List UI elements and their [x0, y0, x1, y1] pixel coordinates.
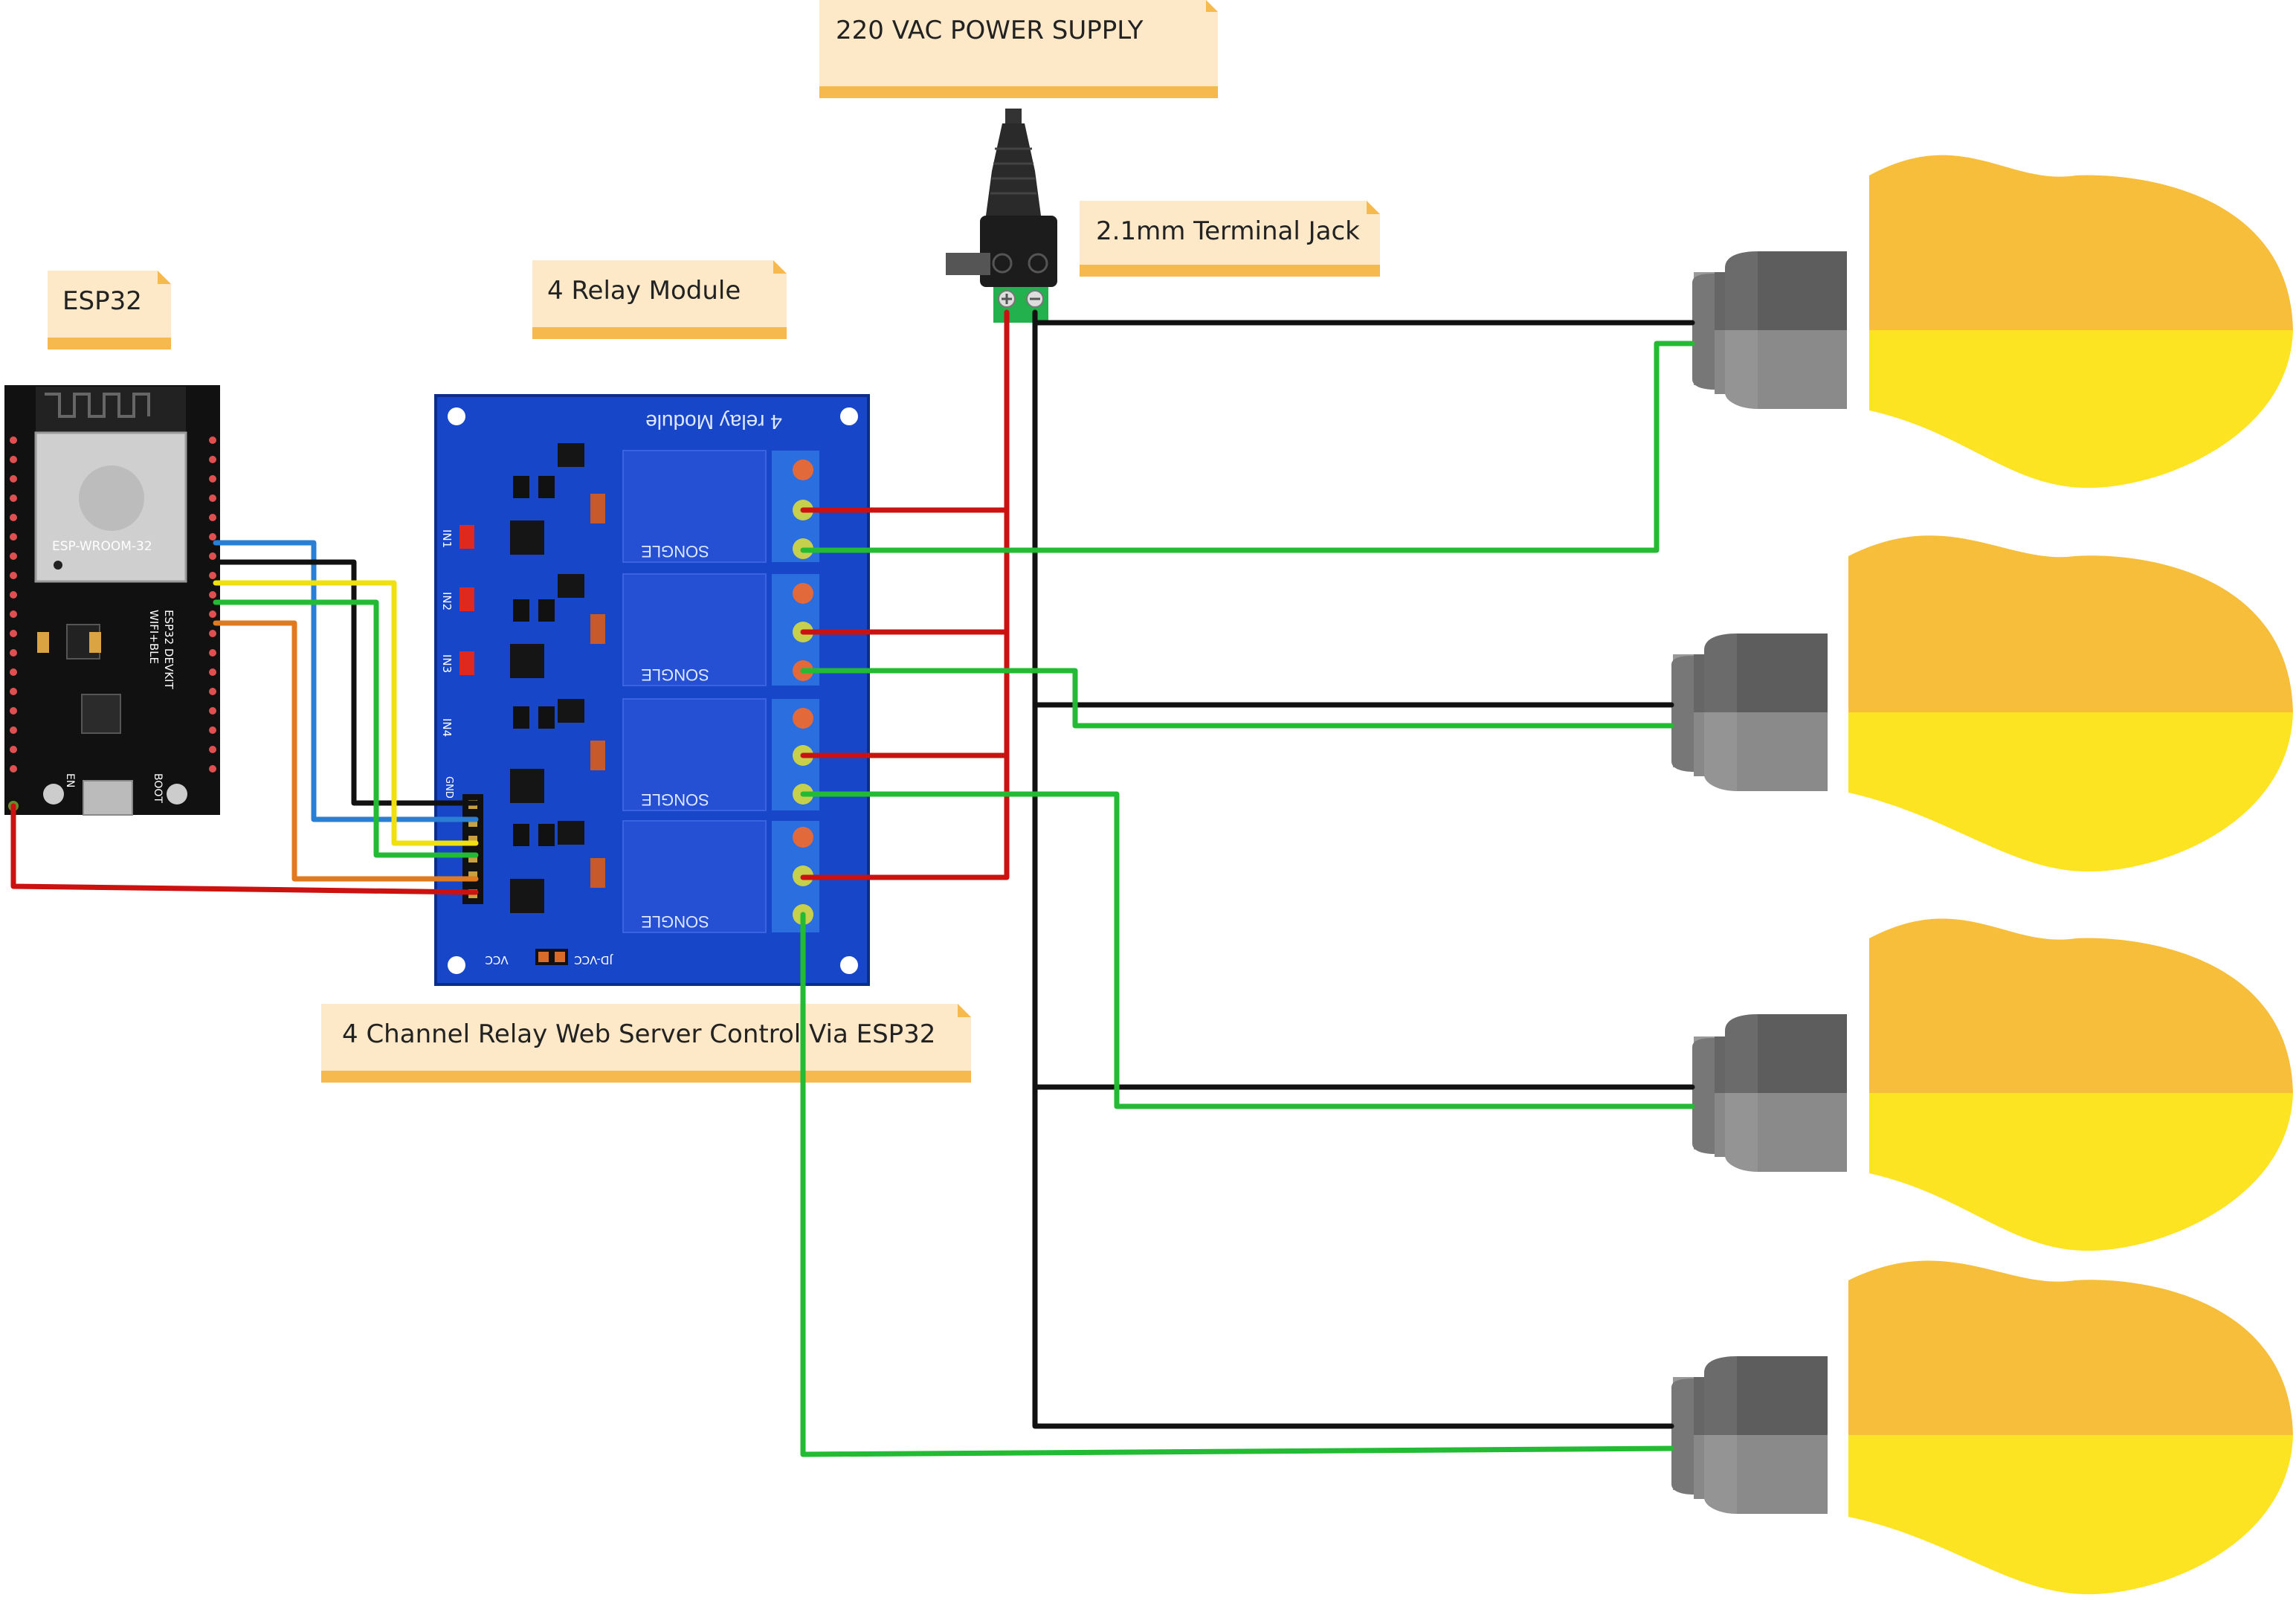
note-esp32-text: ESP32	[62, 286, 142, 316]
note-power-supply-text: 220 VAC POWER SUPPLY	[836, 16, 1144, 45]
lamp-4	[1671, 1260, 2293, 1595]
relay-in3-label: IN3	[440, 654, 454, 673]
relay-jd-vcc-label: JD-VCC	[574, 953, 613, 967]
note-caption-text: 4 Channel Relay Web Server Control Via E…	[342, 1019, 935, 1049]
esp32-board: ESP-WROOM-32 ESP32 DEVKIT WIFI+BLE EN BO…	[4, 385, 220, 816]
relay-2-brand: SONGLE	[641, 665, 709, 684]
relay-module-board: 4 relay Module SONGLE SONGLE	[434, 394, 870, 986]
note-terminal-jack-text: 2.1mm Terminal Jack	[1096, 216, 1360, 246]
relay-4-brand: SONGLE	[641, 912, 709, 931]
wire-black-gnd	[213, 559, 479, 806]
note-caption: 4 Channel Relay Web Server Control Via E…	[321, 1004, 971, 1083]
relay-board-title: 4 relay Module	[645, 410, 782, 433]
esp32-boot-label: BOOT	[152, 773, 164, 803]
relay-2: SONGLE	[459, 573, 819, 686]
esp32-module-label: ESP-WROOM-32	[52, 539, 152, 554]
wire-green-signal	[213, 599, 479, 858]
lamp-2	[1671, 535, 2293, 872]
esp32-en-label: EN	[64, 773, 76, 787]
relay-in1-label: IN1	[440, 529, 454, 548]
dc-power-jack	[980, 109, 1057, 323]
wire-yellow	[213, 580, 479, 846]
relay-1-brand: SONGLE	[641, 542, 709, 561]
note-power-supply: 220 VAC POWER SUPPLY	[819, 0, 1218, 98]
relay-3: SONGLE	[510, 698, 819, 811]
wires	[10, 309, 1695, 1457]
wire-green-lamp4	[800, 912, 1674, 1457]
note-relay-module: 4 Relay Module	[532, 260, 787, 339]
relay-3-brand: SONGLE	[641, 790, 709, 809]
relay-vcc-label: VCC	[485, 953, 508, 967]
wire-red-supply	[800, 309, 1010, 880]
relay-4: SONGLE	[510, 820, 819, 933]
wire-green-lamp2	[800, 668, 1674, 729]
relay-header-gnd: GND	[443, 776, 454, 799]
lamp-3	[1692, 918, 2293, 1251]
wire-green-lamp1	[800, 341, 1695, 553]
relay-in2-label: IN2	[440, 592, 454, 610]
lamp-1	[946, 155, 2293, 489]
relay-1: SONGLE	[459, 443, 819, 563]
note-terminal-jack: 2.1mm Terminal Jack	[1080, 201, 1380, 277]
wire-black-neutral	[1032, 309, 1674, 1429]
wire-green-lamp3	[800, 791, 1695, 1109]
wire-orange	[213, 620, 479, 882]
esp32-sub-label: WIFI+BLE	[147, 610, 161, 664]
wire-red-vcc	[10, 803, 479, 895]
note-esp32: ESP32	[48, 271, 171, 349]
note-relay-module-text: 4 Relay Module	[547, 276, 741, 306]
esp32-board-label: ESP32 DEVKIT	[162, 610, 175, 689]
relay-in4-label: IN4	[440, 718, 454, 737]
